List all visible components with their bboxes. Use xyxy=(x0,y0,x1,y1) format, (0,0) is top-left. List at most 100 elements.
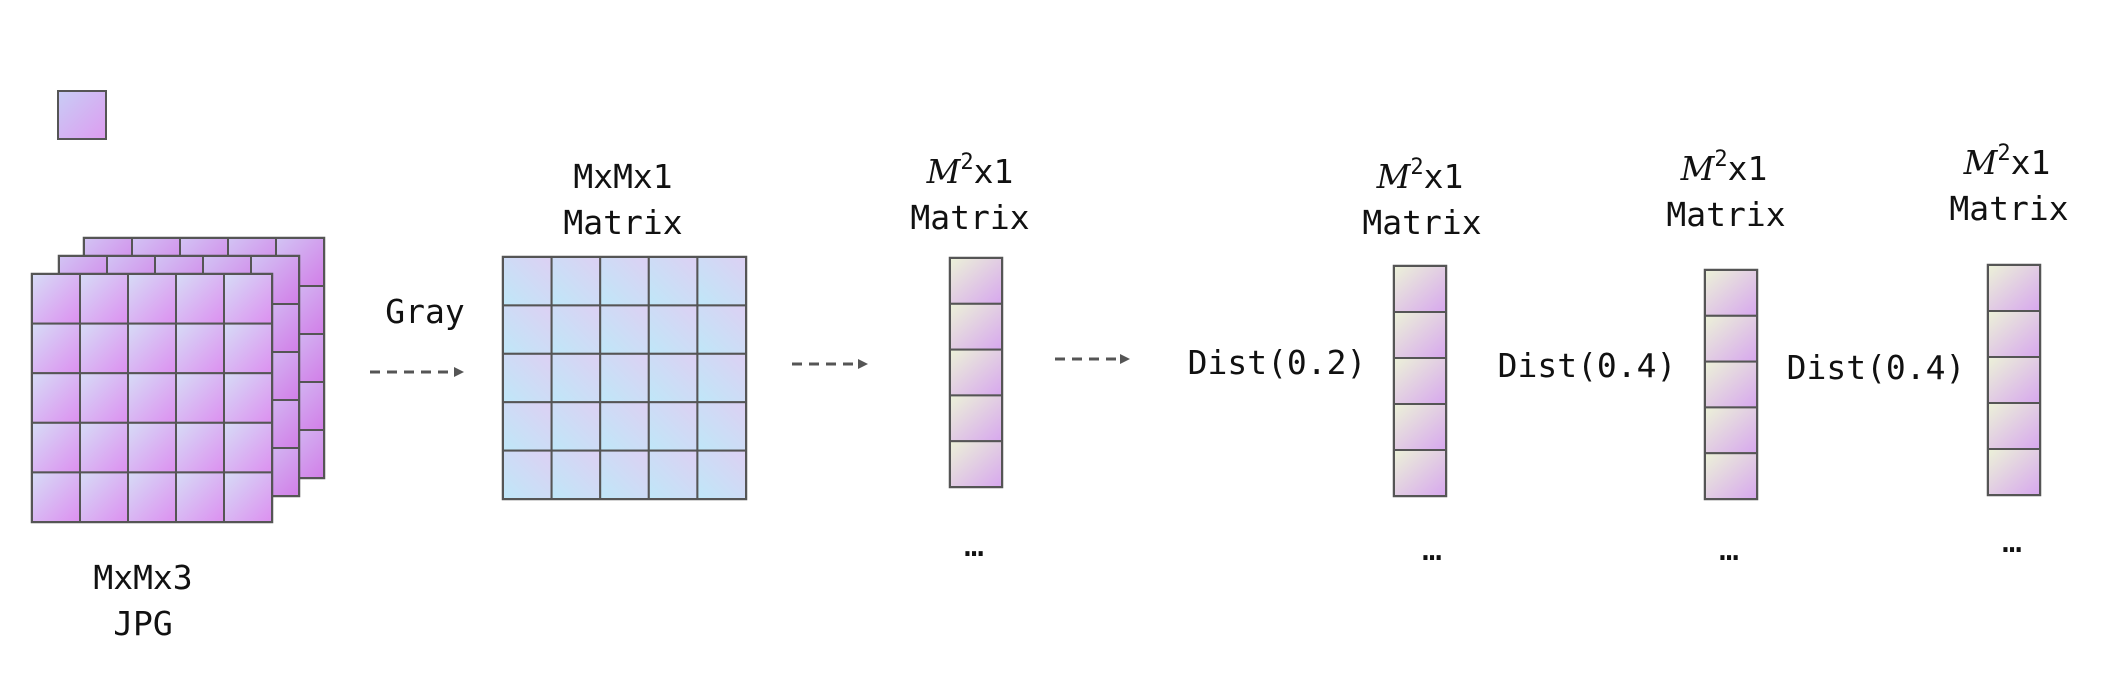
grid-cell xyxy=(127,421,177,474)
grid-cell xyxy=(223,421,273,474)
grid-cell xyxy=(696,352,748,404)
grid-cell xyxy=(175,372,225,424)
jpg-layer-front xyxy=(30,272,274,524)
grid-cell xyxy=(599,304,650,355)
grid-cell xyxy=(1987,356,2041,404)
grid-cell xyxy=(502,352,553,404)
grid-cell xyxy=(79,322,129,375)
grid-cell xyxy=(1704,452,1758,501)
grid-cell xyxy=(647,256,699,307)
vec2-more-label: … xyxy=(1422,529,1442,568)
gray-matrix-name-label: Matrix xyxy=(563,203,682,242)
grid-cell xyxy=(1704,406,1758,455)
vector-1-grid xyxy=(948,256,1004,489)
gray-matrix-grid xyxy=(501,255,748,501)
vector-4-grid xyxy=(1986,263,2042,497)
grid-cell xyxy=(949,302,1003,351)
grid-cell xyxy=(223,322,273,375)
vec2-name-label: Matrix xyxy=(1362,203,1481,242)
dist1-label: Dist(0.2) xyxy=(1188,343,1367,382)
grid-cell xyxy=(1393,265,1447,313)
grid-cell xyxy=(599,256,650,307)
grid-cell xyxy=(647,352,699,404)
grid-cell xyxy=(223,372,273,424)
grid-cell xyxy=(949,394,1003,443)
grid-cell xyxy=(647,401,699,452)
grid-cell xyxy=(502,304,553,355)
grid-cell xyxy=(1393,311,1447,359)
grid-cell xyxy=(127,471,177,523)
grid-cell xyxy=(1393,449,1447,497)
grid-cell xyxy=(79,372,129,424)
vec1-name-label: Matrix xyxy=(910,198,1029,237)
dist3-label: Dist(0.4) xyxy=(1787,348,1966,387)
grid-cell xyxy=(696,449,748,501)
grid-cell xyxy=(1987,264,2041,312)
grid-cell xyxy=(79,471,129,523)
pixel-cell-icon xyxy=(57,90,107,140)
grid-cell xyxy=(1393,403,1447,451)
grid-cell xyxy=(1704,314,1758,363)
grid-cell xyxy=(502,401,553,452)
grid-cell xyxy=(949,348,1003,397)
grid-cell xyxy=(599,352,650,404)
grid-cell xyxy=(502,449,553,501)
grid-cell xyxy=(31,273,81,325)
vec3-name-label: Matrix xyxy=(1666,195,1785,234)
vec1-more-label: … xyxy=(964,525,984,564)
vec1-dims-label: M2x1 xyxy=(926,150,1014,191)
vec4-name-label: Matrix xyxy=(1949,189,2068,228)
grid-cell xyxy=(1987,310,2041,358)
grid-cell xyxy=(696,256,748,307)
dist2-label: Dist(0.4) xyxy=(1498,346,1677,385)
grid-cell xyxy=(79,421,129,474)
grid-cell xyxy=(1987,448,2041,496)
grid-cell xyxy=(175,421,225,474)
grid-cell xyxy=(175,322,225,375)
grid-cell xyxy=(949,440,1003,489)
grid-cell xyxy=(31,471,81,523)
grid-cell xyxy=(223,471,273,523)
vector-2 xyxy=(1392,264,1448,498)
grid-cell xyxy=(31,372,81,424)
gray-matrix-dims-label: MxMx1 xyxy=(573,157,672,196)
grid-cell xyxy=(696,304,748,355)
grid-cell xyxy=(550,304,602,355)
vec3-dims-label: M2x1 xyxy=(1680,147,1768,188)
vec4-dims-label: M2x1 xyxy=(1963,141,2051,182)
input-format-label: JPG xyxy=(113,604,173,643)
input-dims-label: MxMx3 xyxy=(93,558,192,597)
vector-1 xyxy=(948,256,1004,489)
grid-cell xyxy=(127,273,177,325)
vector-3-grid xyxy=(1703,268,1759,501)
vec4-more-label: … xyxy=(2002,521,2022,560)
input-jpg-stack xyxy=(30,236,326,524)
grid-cell xyxy=(175,273,225,325)
grid-cell xyxy=(1704,269,1758,317)
vec3-more-label: … xyxy=(1719,529,1739,568)
grid-cell xyxy=(223,273,273,325)
grid-cell xyxy=(550,352,602,404)
grid-cell xyxy=(647,449,699,501)
grid-cell xyxy=(599,449,650,501)
grid-cell xyxy=(1393,357,1447,405)
grid-cell xyxy=(31,322,81,375)
vec2-dims-label: M2x1 xyxy=(1376,155,1464,196)
grid-cell xyxy=(599,401,650,452)
grid-cell xyxy=(1704,360,1758,409)
grid-cell xyxy=(647,304,699,355)
grid-cell xyxy=(502,256,553,307)
grid-cell xyxy=(696,401,748,452)
grid-cell xyxy=(127,322,177,375)
grid-cell xyxy=(949,257,1003,305)
vector-2-grid xyxy=(1392,264,1448,498)
grid-cell xyxy=(1987,402,2041,450)
vector-4 xyxy=(1986,263,2042,497)
grid-cell xyxy=(31,421,81,474)
grid-cell xyxy=(175,471,225,523)
grid-cell xyxy=(550,401,602,452)
gray-matrix xyxy=(501,255,748,501)
vector-3 xyxy=(1703,268,1759,501)
grid-cell xyxy=(550,449,602,501)
